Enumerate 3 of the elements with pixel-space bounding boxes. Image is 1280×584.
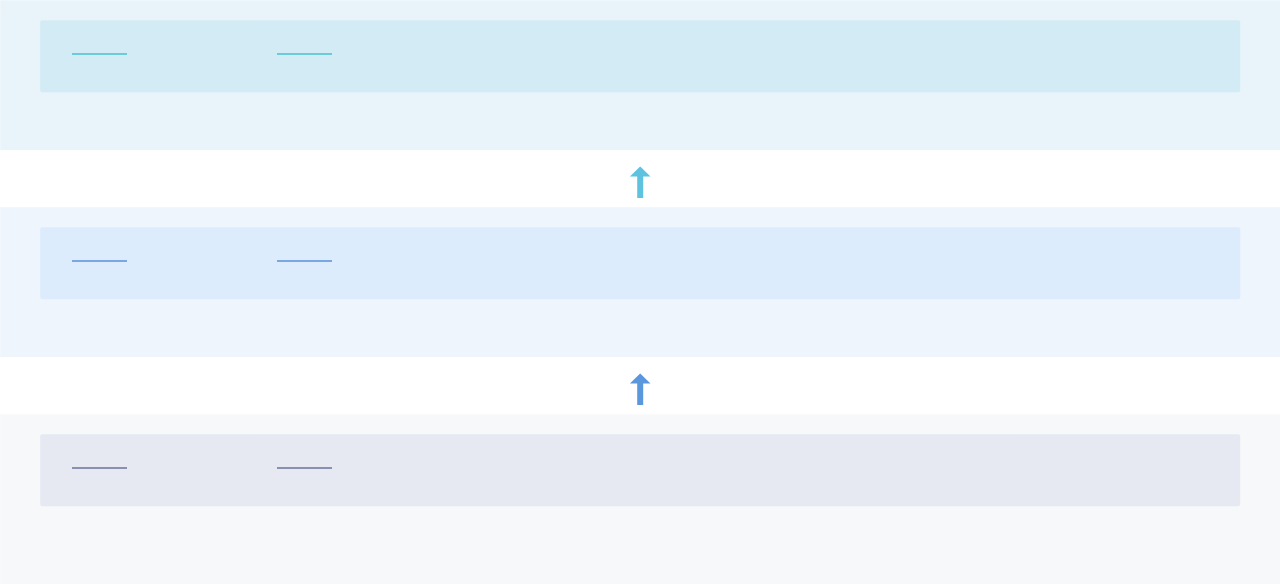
layer-panel xyxy=(40,227,1241,300)
layer-panel xyxy=(40,20,1241,93)
layer-panel xyxy=(40,434,1241,507)
